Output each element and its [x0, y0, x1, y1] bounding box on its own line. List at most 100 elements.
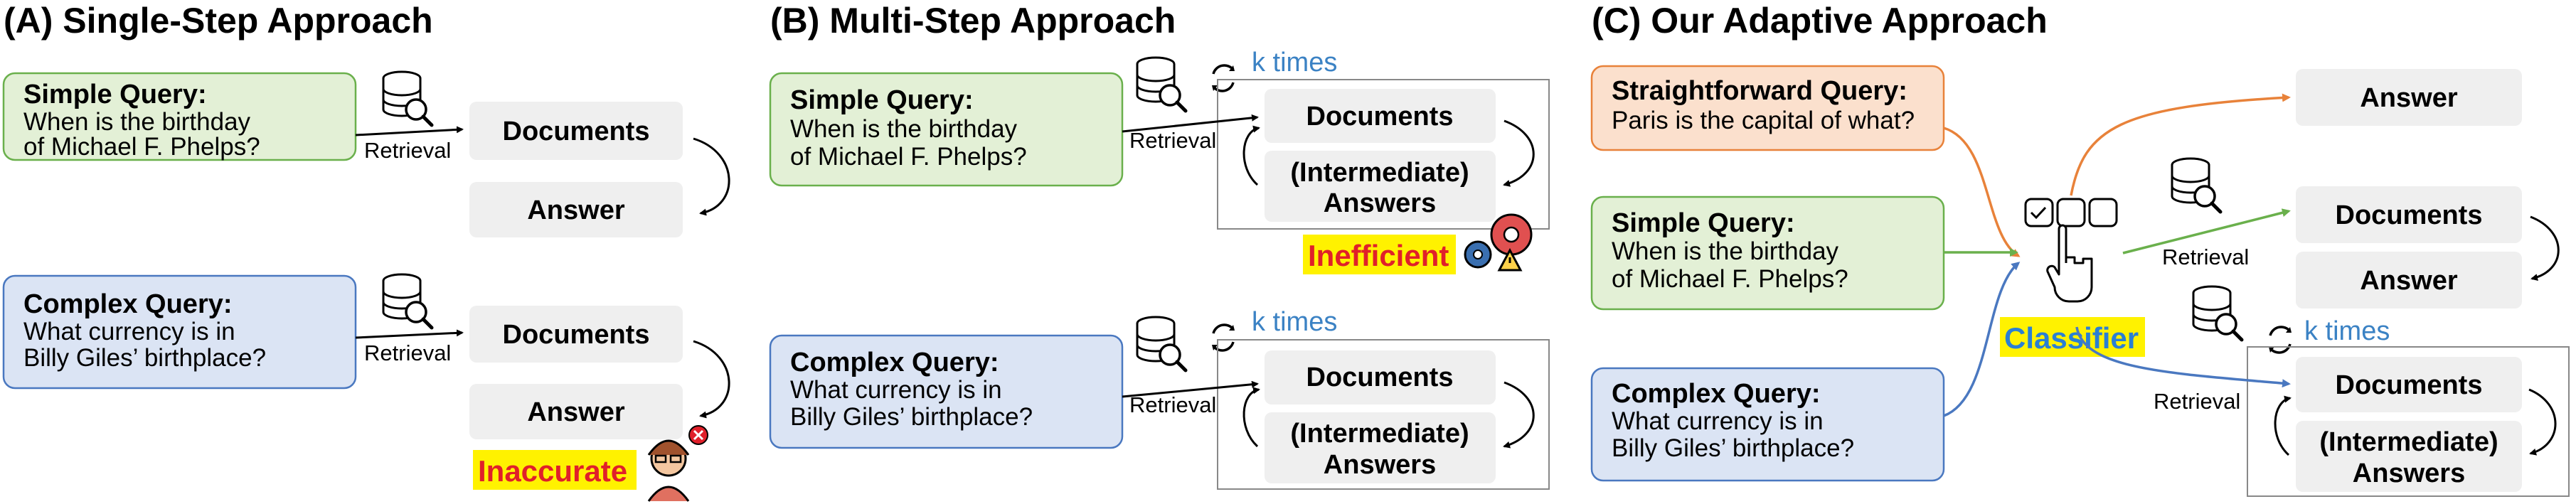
database-search-icon — [2172, 159, 2220, 212]
answer-label: Answer — [527, 195, 624, 225]
query-head: Simple Query: — [23, 80, 207, 109]
arrow — [1503, 119, 1535, 187]
intermediate-label: (Intermediate) — [1290, 158, 1469, 188]
documents-label: Documents — [503, 117, 650, 146]
iteration-frame — [1217, 79, 1550, 230]
answer-label: Answer — [527, 397, 624, 427]
straightforward-arrow — [1943, 127, 2021, 257]
documents-label: Documents — [2336, 370, 2483, 400]
arrow — [1503, 381, 1535, 449]
arrow — [2530, 215, 2560, 281]
documents-label: Documents — [2336, 200, 2483, 230]
query-head: Complex Query: — [790, 348, 999, 377]
query-line: Billy Giles’ birthplace? — [23, 344, 266, 372]
retrieval-label: Retrieval — [1129, 128, 1216, 153]
panel-a-complex-query: Complex Query: What currency is in Billy… — [2, 274, 357, 390]
inaccurate-highlight — [473, 450, 637, 490]
arrow — [2274, 395, 2292, 456]
answer-box — [469, 182, 683, 237]
k-times-label: k times — [1252, 307, 1337, 337]
answer-box — [2296, 69, 2522, 126]
documents-box — [1265, 350, 1496, 404]
documents-label: Documents — [1306, 363, 1454, 392]
answers-label: Answers — [1324, 450, 1436, 480]
answer-box — [2296, 252, 2522, 309]
answer-label: Answer — [2360, 266, 2457, 296]
inaccurate-label: Inaccurate — [478, 454, 627, 488]
arrow — [1122, 114, 1259, 133]
query-line: When is the birthday — [1612, 237, 1839, 265]
loop-icon — [1210, 64, 1236, 92]
answers-label: Answers — [2353, 459, 2465, 488]
intermediate-label: (Intermediate) — [1290, 419, 1469, 449]
database-search-icon — [383, 72, 432, 125]
documents-box — [469, 306, 683, 363]
gear-warning-icon — [1464, 213, 1533, 272]
retrieval-label: Retrieval — [2162, 245, 2249, 269]
database-search-icon — [1137, 58, 1186, 111]
panel-c-straightforward-query: Straightforward Query: Paris is the capi… — [1590, 65, 1945, 151]
query-line: Billy Giles’ birthplace? — [790, 403, 1033, 431]
query-line: What currency is in — [1612, 407, 1824, 435]
arrow — [2528, 388, 2557, 456]
arrow — [355, 126, 464, 136]
answers-label: Answers — [1324, 188, 1436, 218]
confused-person-icon — [647, 425, 708, 502]
panel-b-simple-query: Simple Query: When is the birthday of Mi… — [769, 72, 1124, 187]
to-answer-arrow — [2070, 93, 2291, 196]
query-head: Complex Query: — [23, 289, 233, 319]
loop-icon — [1210, 323, 1236, 352]
panel-b-title: (B) Multi-Step Approach — [770, 1, 1176, 41]
query-head: Straightforward Query: — [1612, 76, 1907, 106]
query-head: Simple Query: — [1612, 208, 1795, 238]
query-line: When is the birthday — [23, 108, 251, 136]
complex-arrow — [1943, 262, 2021, 417]
documents-box — [1265, 89, 1496, 143]
query-line: of Michael F. Phelps? — [1612, 265, 1848, 293]
arrow — [1122, 380, 1259, 398]
documents-label: Documents — [1306, 102, 1454, 132]
documents-box — [2296, 357, 2522, 412]
intermediate-answers-box — [2296, 421, 2522, 492]
inefficient-label: Inefficient — [1308, 239, 1449, 272]
intermediate-answers-box — [1265, 151, 1496, 222]
database-search-icon — [1137, 317, 1186, 370]
to-iteration-arrow — [2075, 326, 2291, 388]
database-search-icon — [383, 274, 432, 328]
arrow — [1242, 125, 1260, 186]
iteration-frame — [2247, 346, 2570, 497]
options-icon — [2024, 198, 2118, 227]
answer-box — [469, 384, 683, 439]
loop-icon — [2267, 326, 2293, 354]
inefficient-highlight — [1303, 235, 1456, 274]
retrieval-label: Retrieval — [2154, 389, 2240, 414]
arrow — [355, 329, 464, 339]
query-line: What currency is in — [790, 376, 1002, 404]
documents-box — [469, 102, 683, 160]
panel-a-title: (A) Single-Step Approach — [4, 1, 433, 41]
to-documents-arrow — [2122, 208, 2291, 254]
query-head: Simple Query: — [790, 85, 974, 115]
arrow — [693, 137, 730, 216]
panel-b-complex-query: Complex Query: What currency is in Billy… — [769, 334, 1124, 449]
retrieval-label: Retrieval — [364, 341, 451, 365]
arrow — [1242, 387, 1260, 448]
query-line: What currency is in — [23, 318, 235, 345]
retrieval-label: Retrieval — [364, 138, 451, 163]
classifier-highlight — [2000, 317, 2145, 357]
query-line: of Michael F. Phelps? — [23, 133, 260, 161]
arrow — [693, 340, 730, 419]
retrieval-label: Retrieval — [1129, 392, 1216, 417]
classifier-label: Classifier — [2004, 321, 2139, 355]
panel-c-title: (C) Our Adaptive Approach — [1592, 1, 2048, 41]
panel-a-simple-query: Simple Query: When is the birthday of Mi… — [2, 72, 357, 161]
query-line: Billy Giles’ birthplace? — [1612, 434, 1854, 462]
iteration-frame — [1217, 339, 1550, 490]
panel-c-simple-query: Simple Query: When is the birthday of Mi… — [1590, 195, 1945, 311]
database-search-icon — [2193, 286, 2242, 340]
k-times-label: k times — [1252, 48, 1337, 77]
panel-c-complex-query: Complex Query: What currency is in Billy… — [1590, 367, 1945, 482]
intermediate-answers-box — [1265, 412, 1496, 483]
answer-label: Answer — [2360, 83, 2457, 113]
